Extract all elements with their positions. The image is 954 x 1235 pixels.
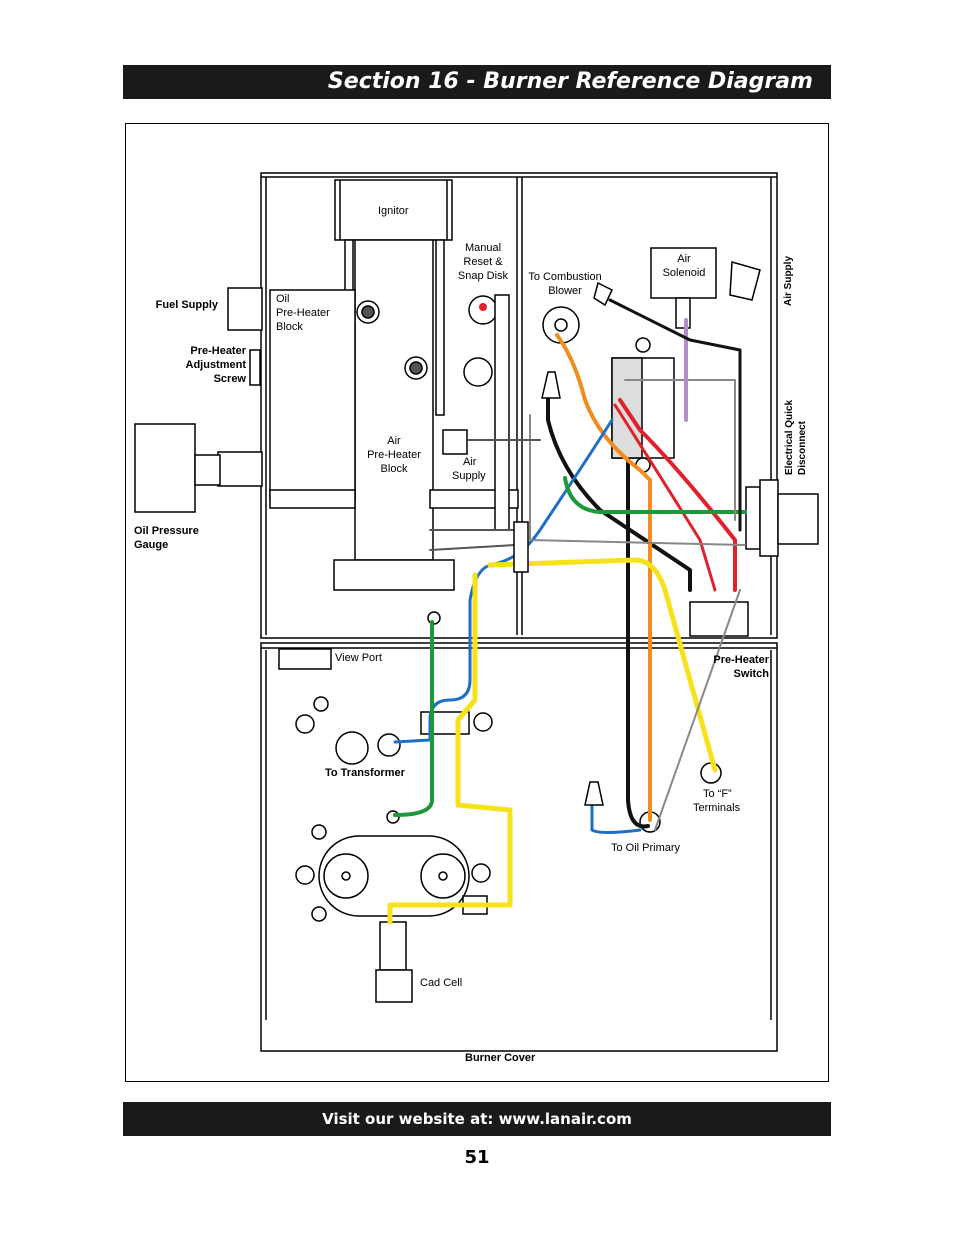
label-air-supply-vertical: Air Supply — [783, 255, 794, 306]
label-oil-gauge-line2: Gauge — [134, 539, 169, 551]
wire-green-ground — [393, 620, 434, 817]
label-burner-cover: Burner Cover — [465, 1052, 536, 1064]
label-air-preheater-line2: Pre-Heater — [367, 449, 421, 461]
wire-yellow-2 — [387, 572, 513, 925]
section-title: Section 16 - Burner Reference Diagram — [327, 69, 813, 94]
label-electrical-qd-line2: Disconnect — [797, 421, 808, 475]
label-preheater-adjustment: Pre-Heater Adjustment Screw — [160, 344, 247, 386]
label-electrical-qd-line1: Electrical Quick — [784, 399, 795, 475]
section-header-bar: Section 16 - Burner Reference Diagram — [123, 65, 831, 99]
wire-blue — [393, 418, 614, 744]
label-preheater-switch-line1: Pre-Heater — [713, 654, 769, 666]
label-oil-gauge-line1: Oil Pressure — [134, 525, 199, 537]
view-port — [278, 648, 332, 670]
wire-black-air — [608, 298, 742, 532]
wire-yellow — [487, 557, 718, 773]
label-cad-cell: Cad Cell — [420, 977, 463, 989]
label-combustion-blower: To Combustion Blower — [522, 270, 608, 298]
label-oil-preheater-line2: Pre-Heater — [276, 307, 330, 319]
label-combustion-line1: To Combustion — [528, 271, 602, 283]
label-to-oil-primary: To Oil Primary — [611, 842, 681, 854]
electrical-quick-disconnect — [745, 486, 761, 550]
label-manual-reset-line3: Snap Disk — [457, 270, 509, 282]
wire-bundle-left — [429, 529, 516, 551]
wire-orange — [555, 333, 652, 822]
label-air-preheater: Air Pre-Heater Block — [360, 434, 428, 476]
label-oil-preheater-line3: Block — [276, 321, 303, 333]
wire-white — [529, 414, 746, 546]
label-to-f-terminals: To “F” Terminals — [693, 787, 740, 815]
label-view-port: View Port — [335, 652, 382, 664]
cad-cell — [379, 921, 407, 971]
wire-black-oil-primary — [626, 458, 650, 829]
label-ignitor: Ignitor — [378, 205, 409, 217]
label-oil-pressure-gauge: Oil Pressure Gauge — [134, 524, 199, 552]
label-air-solenoid-line1: Air — [677, 253, 691, 265]
footer-bar: Visit our website at: www.lanair.com — [123, 1102, 831, 1136]
label-preheater-switch-line2: Switch — [733, 668, 769, 680]
upper-housing — [260, 172, 778, 639]
label-oil-preheater: Oil Pre-Heater Block — [276, 292, 330, 334]
diagram-frame — [125, 123, 829, 1082]
label-manual-reset: Manual Reset & Snap Disk — [451, 241, 515, 283]
wire-white-2 — [624, 379, 736, 521]
label-preheater-adj-line2: Adjustment — [185, 359, 247, 371]
label-to-transformer: To Transformer — [325, 767, 405, 779]
label-preheater-adj-line3: Screw — [213, 373, 246, 385]
label-manual-reset-line2: Reset & — [463, 256, 503, 268]
label-air-supply-line2: Supply — [452, 470, 486, 482]
label-preheater-adj-line1: Pre-Heater — [190, 345, 246, 357]
label-to-f-line2: Terminals — [693, 802, 741, 814]
label-air-solenoid-line2: Solenoid — [662, 267, 706, 279]
fuel-supply-fitting — [227, 287, 263, 331]
wire-blue-oil — [590, 803, 642, 834]
label-electrical-quick-disconnect: Electrical Quick Disconnect — [783, 400, 809, 475]
website-link[interactable]: Visit our website at: www.lanair.com — [322, 1110, 632, 1128]
label-to-f-line1: To “F” — [703, 788, 732, 800]
preheater-switch — [689, 601, 749, 637]
label-manual-reset-line1: Manual — [464, 242, 502, 254]
label-oil-preheater-line1: Oil — [276, 293, 290, 305]
label-air-preheater-line1: Air — [387, 435, 401, 447]
preheater-block — [354, 239, 434, 561]
label-preheater-switch: Pre-Heater Switch — [690, 653, 769, 681]
label-fuel-supply: Fuel Supply — [155, 299, 218, 311]
wire-red-2 — [613, 403, 717, 592]
burner-cover — [260, 642, 778, 1052]
ignitor — [334, 179, 453, 241]
wire-white-3 — [654, 589, 741, 831]
label-combustion-line2: Blower — [548, 285, 582, 297]
label-air-preheater-line3: Block — [380, 463, 408, 475]
label-air-supply: Air Supply — [452, 455, 486, 483]
wire-black — [546, 396, 692, 592]
label-air-solenoid: Air Solenoid — [654, 252, 714, 280]
wire-green — [563, 476, 747, 514]
wire-red — [618, 398, 737, 592]
oil-pressure-gauge — [134, 423, 196, 513]
page-number: 51 — [464, 1147, 490, 1168]
label-air-supply-line1: Air — [463, 456, 477, 468]
